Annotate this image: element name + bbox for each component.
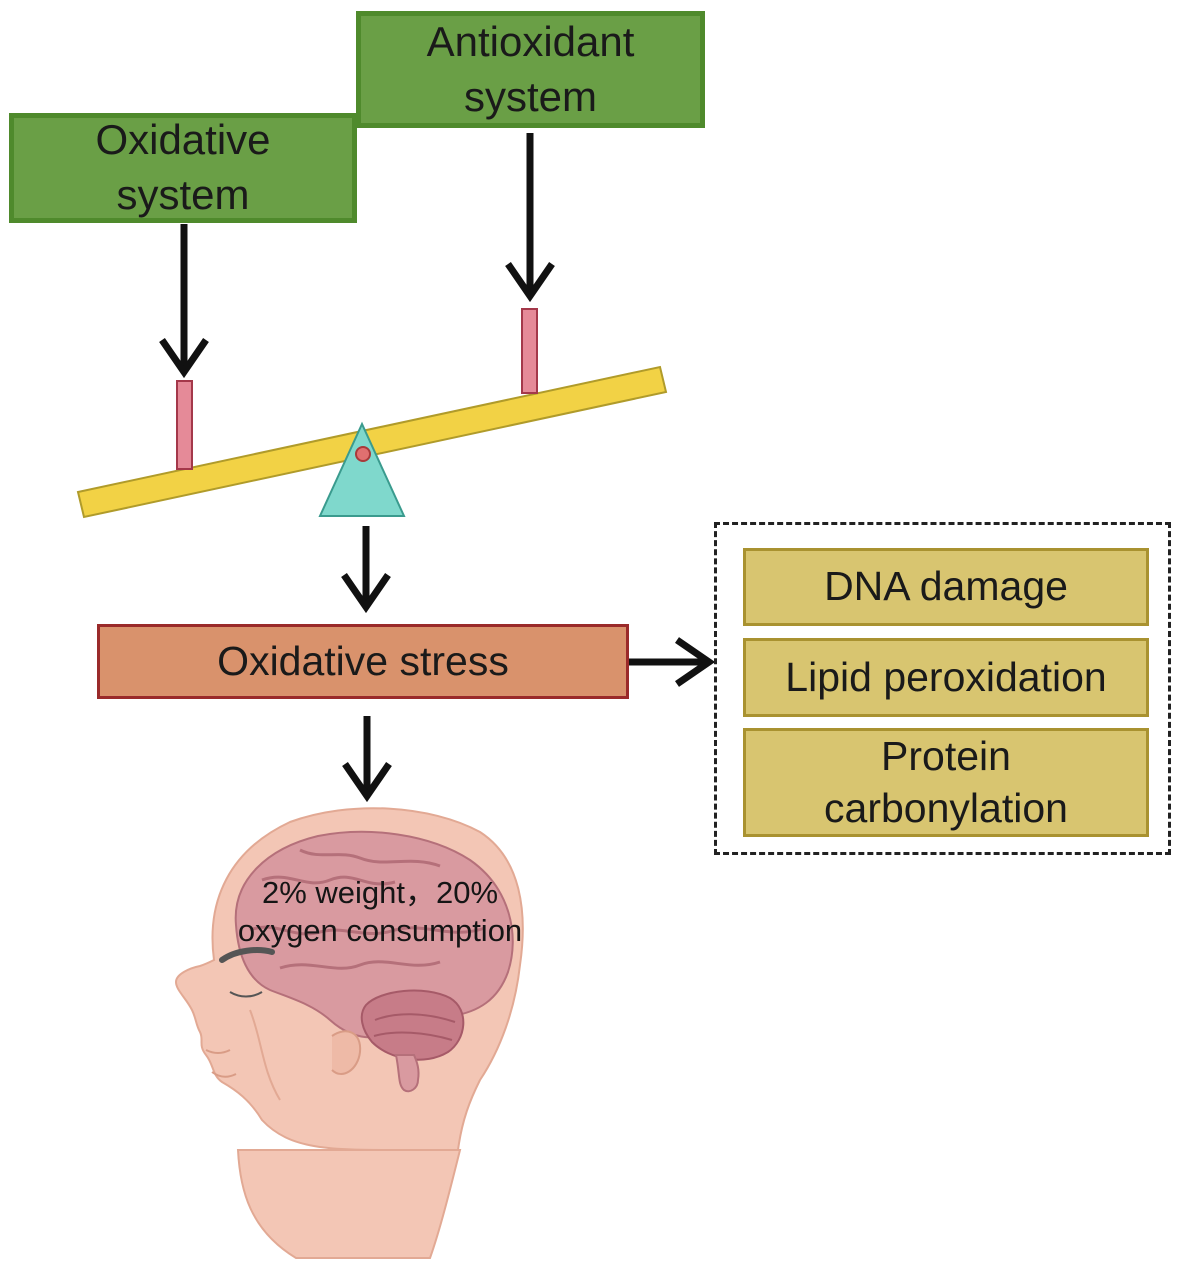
brain-caption: 2% weight，20% oxygen consumption — [190, 874, 570, 950]
fulcrum-triangle — [318, 421, 406, 517]
eye-closed — [229, 991, 263, 998]
brain-caption-line1: 2% weight，20% — [261, 875, 499, 910]
brain-caption-line2: oxygen consumption — [237, 912, 523, 948]
effect-label-line2: carbonylation — [824, 784, 1068, 831]
oxidative-system-label-line2: system — [116, 171, 250, 218]
antioxidant-system-label-line2: system — [463, 72, 597, 120]
ear — [331, 1030, 362, 1075]
effect-label-line1: Protein — [881, 733, 1011, 780]
arrow-stress-to-effects — [629, 637, 716, 687]
antioxidant-system-label-line1: Antioxidant — [426, 17, 635, 65]
eyebrow — [219, 947, 275, 963]
arrow-antioxidant-to-beam — [505, 133, 555, 303]
oxidative-system-box: Oxidative system — [9, 113, 357, 223]
effect-dna-damage: DNA damage — [743, 548, 1149, 626]
fulcrum-pivot — [355, 446, 371, 462]
effect-protein-carbonylation: Protein carbonylation — [743, 728, 1149, 837]
weight-right — [521, 308, 538, 394]
cerebellum — [360, 989, 465, 1061]
effect-lipid-peroxidation: Lipid peroxidation — [743, 638, 1149, 717]
oxidative-stress-label: Oxidative stress — [217, 638, 509, 684]
arrow-balance-to-stress — [341, 526, 391, 614]
arrow-oxidative-to-beam — [159, 224, 209, 379]
effects-panel: DNA damage Lipid peroxidation Protein ca… — [714, 522, 1171, 855]
oxidative-stress-box: Oxidative stress — [97, 624, 629, 699]
arrow-stress-to-brain — [342, 716, 392, 803]
balance-beam — [76, 365, 668, 519]
weight-left — [176, 380, 193, 470]
brainstem — [394, 1054, 420, 1093]
antioxidant-system-box: Antioxidant system — [356, 11, 705, 128]
head-illustration — [174, 807, 524, 1259]
effect-label: DNA damage — [824, 563, 1068, 610]
oxidative-system-label-line1: Oxidative — [95, 116, 271, 164]
effect-label: Lipid peroxidation — [785, 653, 1107, 700]
